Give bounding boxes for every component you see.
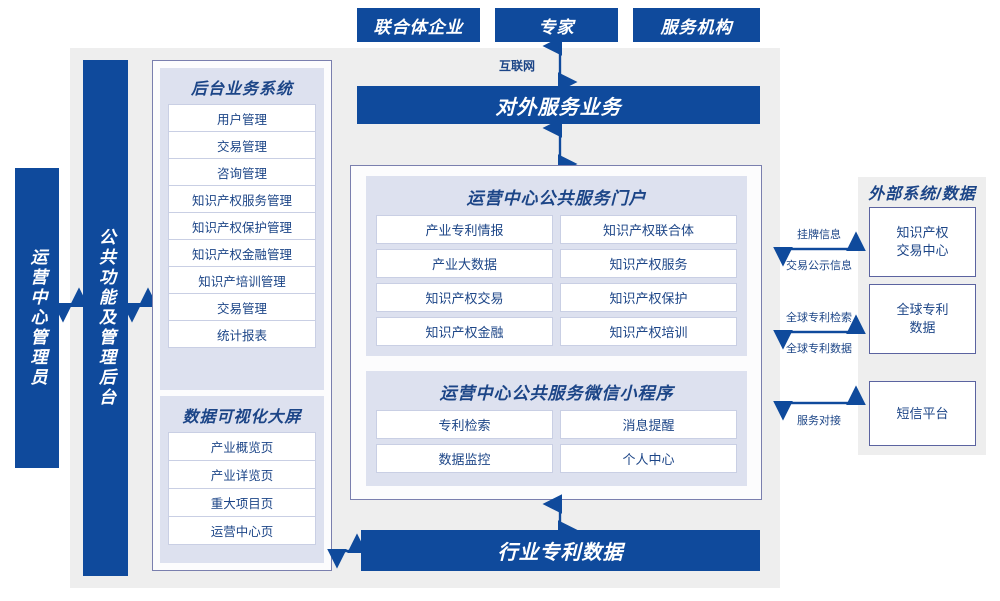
- list-item[interactable]: 知识产权服务: [560, 249, 737, 278]
- external-connector-1-label-below: 交易公示信息: [786, 260, 852, 272]
- list-item[interactable]: 用户管理: [168, 104, 316, 132]
- list-item[interactable]: 个人中心: [560, 444, 737, 473]
- list-item[interactable]: 运营中心页: [168, 516, 316, 545]
- industry-patent-data-bar[interactable]: 行业专利数据: [361, 530, 760, 571]
- actor-box-expert[interactable]: 专家: [495, 8, 618, 42]
- list-item[interactable]: 知识产权保护管理: [168, 212, 316, 240]
- external-service-business-bar[interactable]: 对外服务业务: [357, 86, 760, 124]
- list-item[interactable]: 产业概览页: [168, 432, 316, 461]
- external-connector-1-arrow: [773, 231, 866, 267]
- list-item[interactable]: 统计报表: [168, 320, 316, 348]
- external-box-line1: 全球专利: [896, 302, 949, 318]
- actor-box-service-org[interactable]: 服务机构: [633, 8, 760, 42]
- actor-box-consortium[interactable]: 联合体企业: [357, 8, 480, 42]
- list-item[interactable]: 知识产权服务管理: [168, 185, 316, 213]
- list-item[interactable]: 知识产权金融管理: [168, 239, 316, 267]
- portal-to-industry-data-arrow: [542, 494, 578, 540]
- external-connector-3-arrow: [773, 385, 866, 421]
- external-box-line2: 交易中心: [896, 243, 949, 258]
- list-item[interactable]: 重大项目页: [168, 488, 316, 517]
- list-item[interactable]: 产业专利情报: [376, 215, 553, 244]
- list-item[interactable]: 知识产权交易: [376, 283, 553, 312]
- list-item[interactable]: 消息提醒: [560, 410, 737, 439]
- rail-common-functions-backend[interactable]: 公共功能及管理后台: [83, 60, 128, 576]
- external-box-sms-platform[interactable]: 短信平台: [869, 381, 976, 446]
- list-item[interactable]: 知识产权金融: [376, 317, 553, 346]
- backend-item-list: 用户管理 交易管理 咨询管理 知识产权服务管理 知识产权保护管理 知识产权金融管…: [160, 104, 324, 348]
- list-item[interactable]: 产业大数据: [376, 249, 553, 278]
- external-panel-title: 外部系统/数据: [868, 186, 976, 203]
- miniprogram-item-grid: 专利检索 消息提醒 数据监控 个人中心: [366, 410, 747, 473]
- list-item[interactable]: 知识产权联合体: [560, 215, 737, 244]
- external-connector-2-arrow: [773, 314, 866, 350]
- backend-rail-to-panel-arrow: [122, 287, 158, 323]
- list-item[interactable]: 产业详览页: [168, 460, 316, 489]
- miniprogram-panel-title: 运营中心公共服务微信小程序: [439, 384, 674, 403]
- wechat-miniprogram-panel: 运营中心公共服务微信小程序 专利检索 消息提醒 数据监控 个人中心: [366, 371, 747, 486]
- external-box-ip-exchange-center[interactable]: 知识产权 交易中心: [869, 207, 976, 277]
- rail-operation-center-admin[interactable]: 运营中心管理员: [15, 168, 59, 468]
- admin-to-backend-arrow: [53, 287, 89, 323]
- external-connector-3-label-below: 服务对接: [797, 415, 841, 427]
- visualization-panel-title: 数据可视化大屏: [182, 409, 302, 426]
- list-item[interactable]: 交易管理: [168, 131, 316, 159]
- internet-arrow: [542, 36, 578, 92]
- visualization-item-list: 产业概览页 产业详览页 重大项目页 运营中心页: [160, 432, 324, 545]
- data-visualization-panel: 数据可视化大屏 产业概览页 产业详览页 重大项目页 运营中心页: [160, 396, 324, 563]
- external-box-global-patent-data[interactable]: 全球专利 数据: [869, 284, 976, 354]
- backend-panel-title: 后台业务系统: [190, 81, 293, 98]
- list-item[interactable]: 数据监控: [376, 444, 553, 473]
- portal-item-grid: 产业专利情报 知识产权联合体 产业大数据 知识产权服务 知识产权交易 知识产权保…: [366, 215, 747, 346]
- external-connector-2-label-above: 全球专利检索: [786, 312, 852, 324]
- list-item[interactable]: 知识产权保护: [560, 283, 737, 312]
- external-box-line2: 数据: [909, 320, 936, 335]
- service-to-portal-arrow: [542, 118, 578, 174]
- backend-to-industry-data-arrow: [327, 533, 367, 569]
- list-item[interactable]: 交易管理: [168, 293, 316, 321]
- public-service-portal-panel: 运营中心公共服务门户 产业专利情报 知识产权联合体 产业大数据 知识产权服务 知…: [366, 176, 747, 356]
- external-connector-1-label-above: 挂牌信息: [797, 229, 841, 241]
- list-item[interactable]: 专利检索: [376, 410, 553, 439]
- external-connector-2-label-below: 全球专利数据: [786, 343, 852, 355]
- external-box-line1: 知识产权: [896, 225, 949, 241]
- internet-label: 互联网: [498, 59, 535, 73]
- list-item[interactable]: 咨询管理: [168, 158, 316, 186]
- list-item[interactable]: 知识产培训管理: [168, 266, 316, 294]
- external-box-line1: 短信平台: [896, 405, 949, 421]
- list-item[interactable]: 知识产权培训: [560, 317, 737, 346]
- backend-business-system-panel: 后台业务系统 用户管理 交易管理 咨询管理 知识产权服务管理 知识产权保护管理 …: [160, 68, 324, 390]
- portal-panel-title: 运营中心公共服务门户: [466, 189, 647, 208]
